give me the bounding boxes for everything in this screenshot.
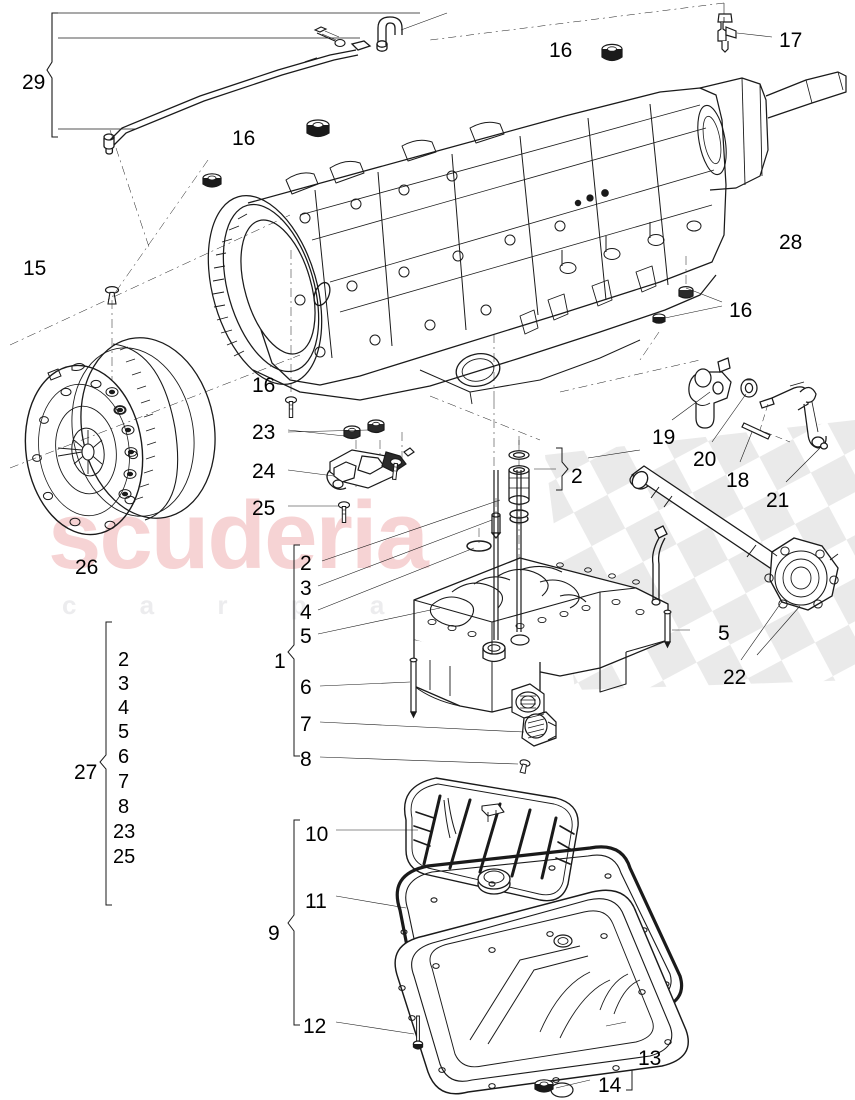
callout-28: 28 — [779, 231, 803, 254]
group-27-item-25: 25 — [113, 846, 136, 868]
callout-5-a: 5 — [300, 625, 312, 648]
callout-14: 14 — [598, 1074, 622, 1097]
callout-16-d: 16 — [252, 374, 276, 397]
drive-shaft-22 — [629, 465, 839, 611]
group-27-item-8: 8 — [118, 796, 130, 818]
parking-pawl-19 — [688, 357, 732, 429]
callout-5-b: 5 — [718, 622, 730, 645]
group-27-item-5: 5 — [118, 721, 130, 743]
group-27-item-3: 3 — [118, 673, 130, 695]
dipstick-elbow — [376, 16, 403, 52]
callout-12: 12 — [303, 1015, 327, 1038]
bolt-16-lower-left — [284, 396, 298, 419]
transmission-housing — [207, 71, 847, 405]
group-27-item-2: 2 — [118, 649, 130, 671]
dipstick-bolt — [313, 26, 346, 48]
callout-11: 11 — [305, 890, 327, 913]
callout-9: 9 — [268, 922, 280, 945]
callout-3: 3 — [300, 577, 312, 600]
connector-7 — [521, 711, 557, 747]
bolt-5-right — [663, 609, 672, 649]
drain-plug-14 — [534, 1079, 554, 1093]
grommet-16-upper-a — [306, 119, 330, 138]
callout-25: 25 — [252, 497, 276, 520]
group-27-item-7: 7 — [118, 771, 130, 793]
callout-29: 29 — [22, 71, 46, 94]
speed-sensor-17 — [717, 13, 737, 53]
callout-8: 8 — [300, 748, 312, 771]
washer-20 — [740, 378, 758, 398]
callout-26: 26 — [75, 556, 99, 579]
callout-17: 17 — [779, 29, 803, 52]
callout-19: 19 — [652, 426, 676, 449]
callout-13: 13 — [638, 1047, 662, 1070]
callout-16-c: 16 — [729, 299, 753, 322]
bolt-25 — [337, 501, 351, 524]
grommet-16-upper-b — [202, 173, 222, 188]
solenoid-parts-2 — [508, 450, 530, 524]
callout-10: 10 — [305, 823, 329, 846]
group-27-item-4: 4 — [118, 697, 130, 719]
group-27-item-23: 23 — [113, 821, 136, 843]
callout-15: 15 — [23, 257, 47, 280]
bushing-23-a — [343, 425, 361, 440]
callout-4: 4 — [300, 601, 312, 624]
callout-21: 21 — [766, 489, 790, 512]
callout-27: 27 — [74, 761, 98, 784]
torque-converter-26 — [24, 337, 216, 536]
grommet-16-top — [601, 43, 623, 62]
callout-23: 23 — [252, 421, 276, 444]
callout-20: 20 — [693, 448, 717, 471]
bracket-1 — [287, 544, 300, 757]
callout-2-a: 2 — [571, 465, 583, 488]
bracket-29 — [46, 12, 420, 138]
valve-body-1 — [413, 470, 669, 721]
bracket-9 — [287, 819, 300, 1026]
bolt-8 — [519, 759, 531, 774]
pin-3 — [490, 512, 502, 540]
bushing-23-b — [367, 419, 385, 434]
callout-16-b: 16 — [232, 127, 256, 150]
selector-rod — [651, 525, 668, 606]
bracket-27 — [99, 621, 112, 906]
dipstick-tube — [103, 40, 372, 155]
callout-1: 1 — [274, 650, 286, 673]
shift-bracket-24 — [326, 447, 415, 490]
plug-16-right-b — [652, 313, 666, 324]
callout-16-a: 16 — [549, 39, 573, 62]
oil-pan-13 — [394, 889, 689, 1098]
pin-18 — [741, 422, 771, 440]
callout-22: 22 — [723, 666, 747, 689]
bolt-15 — [104, 285, 120, 305]
bolt-6 — [409, 657, 418, 719]
bolt-12 — [412, 1015, 424, 1050]
callout-6: 6 — [300, 676, 312, 699]
callout-2-b: 2 — [300, 552, 312, 575]
callout-7: 7 — [300, 713, 312, 736]
bracket-2 — [556, 447, 569, 491]
callout-18: 18 — [726, 469, 750, 492]
selector-lever-21 — [759, 381, 829, 450]
callout-24: 24 — [252, 460, 276, 483]
group-27-item-6: 6 — [118, 746, 130, 768]
